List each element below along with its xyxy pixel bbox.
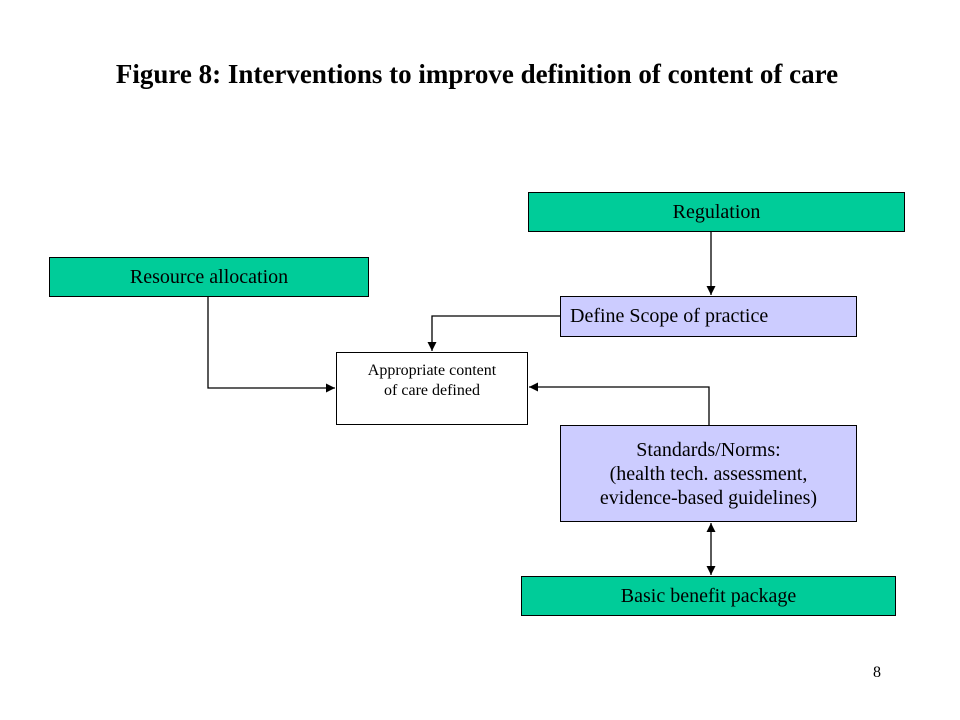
page-title: Figure 8: Interventions to improve defin… [115, 59, 839, 89]
standards-norms-node: Standards/Norms: (health tech. assessmen… [560, 425, 857, 522]
appropriate-content-node: Appropriate content of care defined [336, 352, 528, 425]
resource-allocation-label: Resource allocation [129, 265, 289, 288]
resource-allocation-node: Resource allocation [49, 257, 369, 297]
regulation-label: Regulation [672, 200, 761, 223]
basic-benefit-label: Basic benefit package [620, 584, 797, 607]
define-scope-label: Define Scope of practice [570, 305, 769, 327]
page-number: 8 [873, 664, 881, 681]
edge-standards-to-appropriate [529, 382, 710, 425]
basic-benefit-node: Basic benefit package [521, 576, 896, 616]
define-scope-node: Define Scope of practice [560, 296, 857, 337]
edge-resource-to-appropriate [207, 297, 335, 393]
edge-scope-to-appropriate [427, 315, 560, 351]
appropriate-content-label: Appropriate content of care defined [367, 362, 497, 399]
regulation-node: Regulation [528, 192, 905, 232]
standards-norms-label: Standards/Norms: (health tech. assessmen… [599, 438, 818, 509]
